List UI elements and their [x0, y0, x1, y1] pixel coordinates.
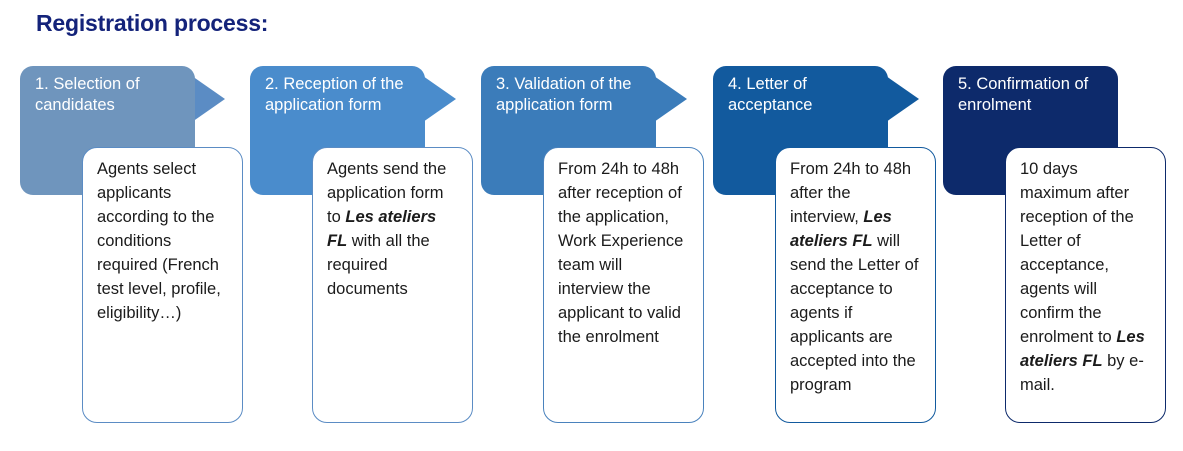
- body-text: From 24h to 48h after reception of the a…: [558, 160, 684, 346]
- emphasis-text: Les ateliers FL: [1020, 328, 1145, 370]
- body-text: 10 days maximum after reception of the L…: [1020, 160, 1134, 346]
- step-detail-card-2: Agents send the application form to Les …: [312, 147, 473, 423]
- step-detail-text-2: Agents send the application form to Les …: [327, 157, 459, 301]
- step-detail-card-1: Agents select applicants according to th…: [82, 147, 243, 423]
- step-title-4: 4. Letter of acceptance: [728, 75, 813, 114]
- flow-arrow-2: [423, 76, 458, 122]
- step-title-1: 1. Selection of candidates: [35, 75, 140, 114]
- page-title: Registration process:: [36, 10, 269, 36]
- flow-arrow-3: [654, 76, 689, 122]
- flow-arrow-1: [192, 76, 227, 122]
- body-text: will send the Letter of acceptance to ag…: [790, 232, 919, 394]
- step-detail-text-3: From 24h to 48h after reception of the a…: [558, 157, 690, 349]
- body-text: From 24h to 48h after the interview,: [790, 160, 912, 226]
- arrow-right-icon: [192, 76, 225, 122]
- arrow-right-icon: [886, 76, 919, 122]
- body-text: Agents send the application form to: [327, 160, 447, 226]
- emphasis-text: Les ateliers FL: [790, 208, 892, 250]
- step-detail-text-5: 10 days maximum after reception of the L…: [1020, 157, 1152, 397]
- step-detail-text-4: From 24h to 48h after the interview, Les…: [790, 157, 922, 397]
- step-detail-card-4: From 24h to 48h after the interview, Les…: [775, 147, 936, 423]
- step-detail-card-5: 10 days maximum after reception of the L…: [1005, 147, 1166, 423]
- arrow-right-icon: [654, 76, 687, 122]
- arrow-right-icon: [423, 76, 456, 122]
- step-detail-text-1: Agents select applicants according to th…: [97, 157, 229, 325]
- step-title-5: 5. Confirmation of enrolment: [958, 75, 1089, 114]
- step-detail-card-3: From 24h to 48h after reception of the a…: [543, 147, 704, 423]
- body-text: by e-mail.: [1020, 352, 1144, 394]
- emphasis-text: Les ateliers FL: [327, 208, 437, 250]
- body-text: with all the required documents: [327, 232, 430, 298]
- flow-arrow-4: [886, 76, 921, 122]
- step-title-2: 2. Reception of the application form: [265, 75, 404, 114]
- step-title-3: 3. Validation of the application form: [496, 75, 632, 114]
- body-text: Agents select applicants according to th…: [97, 160, 221, 322]
